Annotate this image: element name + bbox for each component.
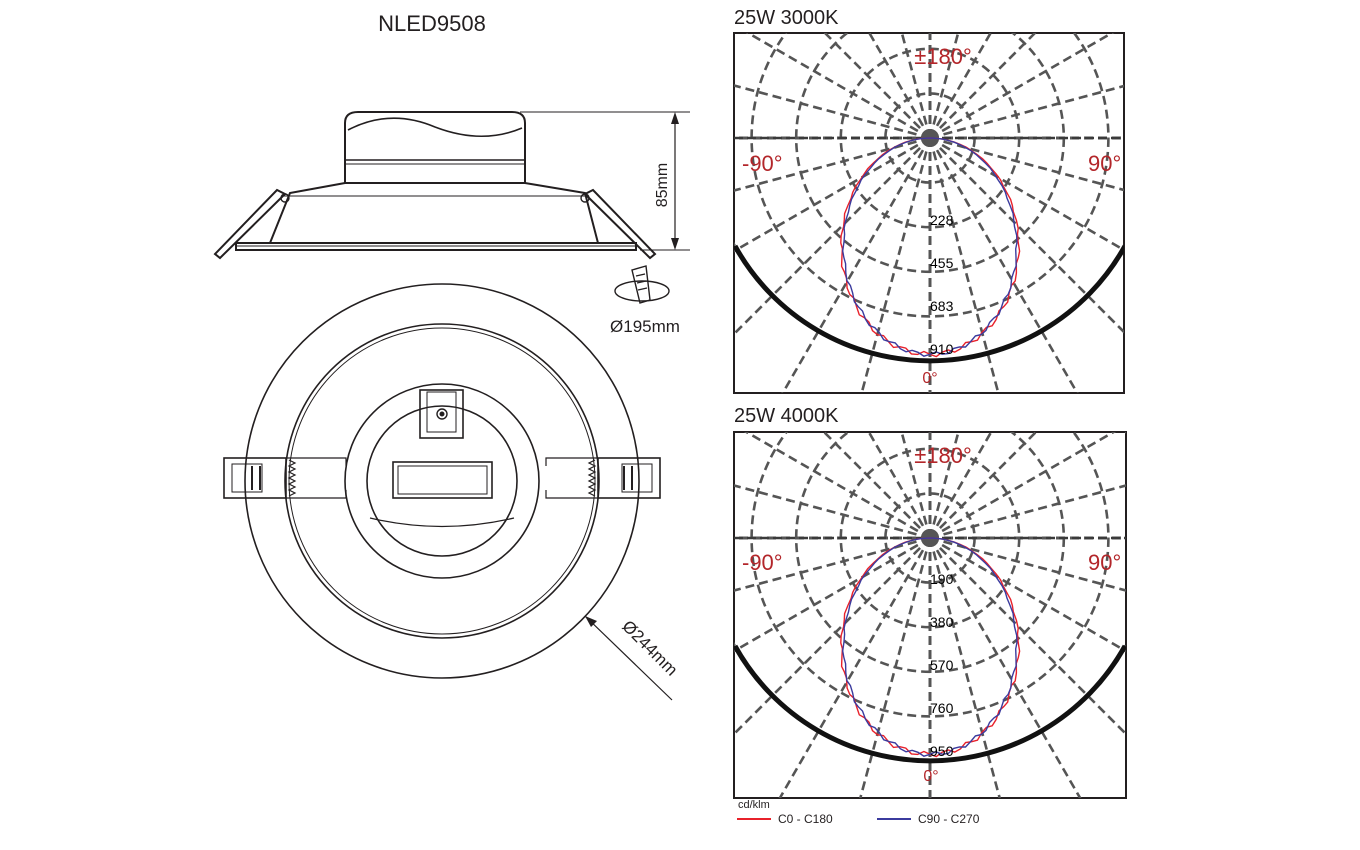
ring-value-label: 455 [930,255,954,271]
grid-spoke [745,33,931,140]
angle-left-label: -90° [742,550,783,575]
housing-wave [347,117,523,138]
grid-spoke [734,536,931,592]
grid-spoke [734,136,931,253]
grid-spoke [928,432,960,539]
grid-spoke [734,484,931,540]
grid-spoke [734,537,931,736]
grid-spoke [900,432,932,539]
grid-spoke [929,432,1038,539]
ring-value-label: 950 [930,743,954,759]
grid-spoke [928,137,1000,393]
ring-labels: 228 455 683 910 [930,212,954,357]
grid-spoke [929,33,1115,140]
angle-top-label: ±180° [914,44,972,69]
grid-spoke [734,84,931,140]
grid-spoke [928,33,993,139]
grid-spoke [929,137,1124,334]
grid-spoke [928,33,960,139]
ring-value-label: 380 [930,614,954,630]
outer-trim [244,283,640,679]
ring-value-label: 190 [930,571,954,587]
grid-spoke [734,137,931,336]
driver-ring [344,383,540,579]
ring-value-label: 228 [930,212,954,228]
grid-spoke [781,137,932,393]
grid-spoke [778,537,932,798]
angle-right-label: 90° [1088,550,1121,575]
cutout-dimension: Ø195mm [610,317,680,336]
grid-spoke [900,33,932,139]
chart-title: 25W 3000K [734,7,839,29]
reflector-body [268,182,600,244]
grid-spoke [928,537,1082,798]
grid-spoke [867,33,932,139]
grid-spoke [929,537,1126,736]
grid-spoke [929,136,1124,252]
driver-window [392,461,493,499]
legend-c0-label: C0 - C180 [778,812,833,826]
angle-top-label: ±180° [914,443,972,468]
ring-labels: 190 380 570 760 950 [930,571,954,759]
polar-curves [840,537,1021,758]
grid-spoke [867,432,932,539]
outer-arc [734,244,1124,364]
polar-curves [840,137,1021,358]
inner-trim [284,323,600,639]
angle-right-label: 90° [1088,151,1121,176]
grid-spoke [929,536,1126,653]
intensity-curve [841,137,1018,357]
angle-bottom-label: 0° [922,370,937,387]
grid-spoke [823,33,931,139]
legend-c90-label: C90 - C270 [918,812,980,826]
grid-spoke [860,137,932,393]
top-view [223,283,673,701]
chart-title: 25W 4000K [734,405,839,427]
grid-spoke [929,33,1037,139]
ring-value-label: 910 [930,341,954,357]
grid-spoke [928,432,993,539]
saw-cutout-icon [614,265,670,304]
grid-spoke [929,84,1124,140]
grid-spoke [743,432,931,540]
ring-value-label: 760 [930,700,954,716]
right-clip [597,457,661,499]
legend: cd/klm C0 - C180 C90 - C270 [737,799,980,826]
intensity-curve [841,537,1018,757]
grid-spoke [734,136,931,192]
side-view [213,111,690,260]
height-dimension: 85mm [654,163,671,207]
polar-chart-4000k: 25W 4000K 190 380 570 760 950 ±180° -90° 90°… [733,405,1127,799]
polar-grid [734,33,1124,393]
driver-housing [344,111,526,183]
angle-left-label: -90° [742,151,783,176]
right-spring-clip [583,188,657,260]
angle-bottom-label: 0° [923,768,938,785]
grid-spoke [929,484,1126,540]
ring-value-label: 570 [930,657,954,673]
grid-spoke [858,537,932,798]
polar-chart-3000k: 25W 3000K 228 455 683 910 ±180° -90° 90° 0° [733,7,1125,394]
grid-spoke [929,536,1126,592]
left-spring-clip [213,188,287,260]
ring-value-label: 683 [930,298,954,314]
grid-spoke [929,432,1117,540]
terminal-block [419,389,464,439]
grid-spoke [822,432,931,539]
grid-spoke [929,136,1124,192]
left-clip [223,457,287,499]
grid-spoke [928,137,1079,393]
model-title: NLED9508 [378,11,486,36]
grid-spoke [928,537,1002,798]
grid-spoke [734,536,931,653]
outer-arc [734,644,1126,764]
legend-unit: cd/klm [738,799,770,811]
outer-dimension: Ø244mm [618,617,681,680]
